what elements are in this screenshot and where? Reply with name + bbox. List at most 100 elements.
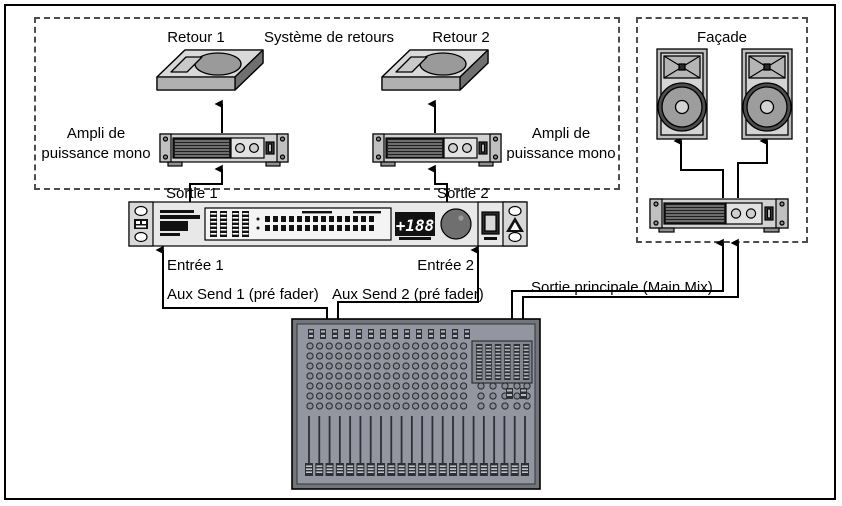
console-knob[interactable] <box>383 402 391 410</box>
console-knob[interactable] <box>315 402 324 410</box>
console-knob[interactable] <box>459 402 468 410</box>
console-knob[interactable] <box>489 402 497 410</box>
console-knob[interactable] <box>383 392 391 400</box>
console-knob[interactable] <box>421 402 429 410</box>
console-knob[interactable] <box>411 372 420 380</box>
console-knob[interactable] <box>440 362 449 370</box>
console-knob[interactable] <box>411 392 420 400</box>
console-knob[interactable] <box>315 382 324 390</box>
console-knob[interactable] <box>411 402 420 410</box>
console-knob[interactable] <box>335 372 343 380</box>
console-knob[interactable] <box>306 382 314 390</box>
console-knob[interactable] <box>402 342 410 350</box>
console-knob[interactable] <box>402 372 410 380</box>
console-knob[interactable] <box>392 402 401 410</box>
console-knob[interactable] <box>477 382 485 390</box>
console-knob[interactable] <box>306 352 314 360</box>
console-knob[interactable] <box>513 392 521 400</box>
console-knob[interactable] <box>335 342 343 350</box>
console-knob[interactable] <box>373 402 381 410</box>
console-knob[interactable] <box>440 382 449 390</box>
console-knob[interactable] <box>325 382 333 390</box>
console-knob[interactable] <box>411 362 420 370</box>
console-knob[interactable] <box>373 382 381 390</box>
console-knob[interactable] <box>344 382 353 390</box>
console-knob[interactable] <box>421 372 429 380</box>
console-knob[interactable] <box>383 352 391 360</box>
console-knob[interactable] <box>421 382 429 390</box>
console-knob[interactable] <box>459 372 468 380</box>
console-knob[interactable] <box>450 342 458 350</box>
console-knob[interactable] <box>306 342 314 350</box>
console-knob[interactable] <box>325 362 333 370</box>
console-knob[interactable] <box>373 362 381 370</box>
console-knob[interactable] <box>431 402 439 410</box>
console-knob[interactable] <box>421 342 429 350</box>
console-knob[interactable] <box>450 352 458 360</box>
console-knob[interactable] <box>513 402 521 410</box>
console-knob[interactable] <box>335 362 343 370</box>
console-knob[interactable] <box>431 392 439 400</box>
console-knob[interactable] <box>459 392 468 400</box>
console-knob[interactable] <box>440 372 449 380</box>
console-knob[interactable] <box>344 372 353 380</box>
console-knob[interactable] <box>477 392 485 400</box>
console-knob[interactable] <box>402 382 410 390</box>
console-knob[interactable] <box>344 402 353 410</box>
console-knob[interactable] <box>363 352 372 360</box>
console-knob[interactable] <box>306 402 314 410</box>
console-knob[interactable] <box>383 382 391 390</box>
console-knob[interactable] <box>354 362 362 370</box>
console-knob[interactable] <box>421 362 429 370</box>
console-knob[interactable] <box>392 372 401 380</box>
console-knob[interactable] <box>523 402 531 410</box>
console-knob[interactable] <box>450 402 458 410</box>
console-knob[interactable] <box>306 392 314 400</box>
console-knob[interactable] <box>411 382 420 390</box>
console-knob[interactable] <box>392 392 401 400</box>
console-knob[interactable] <box>325 402 333 410</box>
console-knob[interactable] <box>383 372 391 380</box>
console-knob[interactable] <box>431 342 439 350</box>
console-knob[interactable] <box>459 342 468 350</box>
console-knob[interactable] <box>489 392 497 400</box>
console-knob[interactable] <box>306 372 314 380</box>
console-knob[interactable] <box>477 402 485 410</box>
console-knob[interactable] <box>363 382 372 390</box>
console-knob[interactable] <box>335 402 343 410</box>
console-knob[interactable] <box>344 342 353 350</box>
console-knob[interactable] <box>354 372 362 380</box>
console-knob[interactable] <box>513 382 521 390</box>
console-knob[interactable] <box>450 362 458 370</box>
console-eq-column[interactable] <box>485 344 492 380</box>
console-knob[interactable] <box>440 352 449 360</box>
console-knob[interactable] <box>440 392 449 400</box>
console-knob[interactable] <box>363 392 372 400</box>
console-knob[interactable] <box>363 342 372 350</box>
console-knob[interactable] <box>392 362 401 370</box>
console-knob[interactable] <box>402 352 410 360</box>
console-knob[interactable] <box>373 352 381 360</box>
console-eq-column[interactable] <box>476 344 483 380</box>
console-knob[interactable] <box>431 362 439 370</box>
console-knob[interactable] <box>459 382 468 390</box>
console-eq-column[interactable] <box>523 344 530 380</box>
console-knob[interactable] <box>335 352 343 360</box>
console-knob[interactable] <box>411 342 420 350</box>
console-knob[interactable] <box>325 342 333 350</box>
console-knob[interactable] <box>392 342 401 350</box>
console-knob[interactable] <box>383 362 391 370</box>
console-knob[interactable] <box>489 382 497 390</box>
console-knob[interactable] <box>392 352 401 360</box>
console-knob[interactable] <box>354 402 362 410</box>
console-eq-column[interactable] <box>494 344 502 380</box>
console-knob[interactable] <box>440 342 449 350</box>
console-knob[interactable] <box>431 352 439 360</box>
console-knob[interactable] <box>450 372 458 380</box>
console-knob[interactable] <box>450 392 458 400</box>
console-knob[interactable] <box>459 362 468 370</box>
console-knob[interactable] <box>344 362 353 370</box>
console-knob[interactable] <box>450 382 458 390</box>
console-knob[interactable] <box>373 372 381 380</box>
console-knob[interactable] <box>431 382 439 390</box>
